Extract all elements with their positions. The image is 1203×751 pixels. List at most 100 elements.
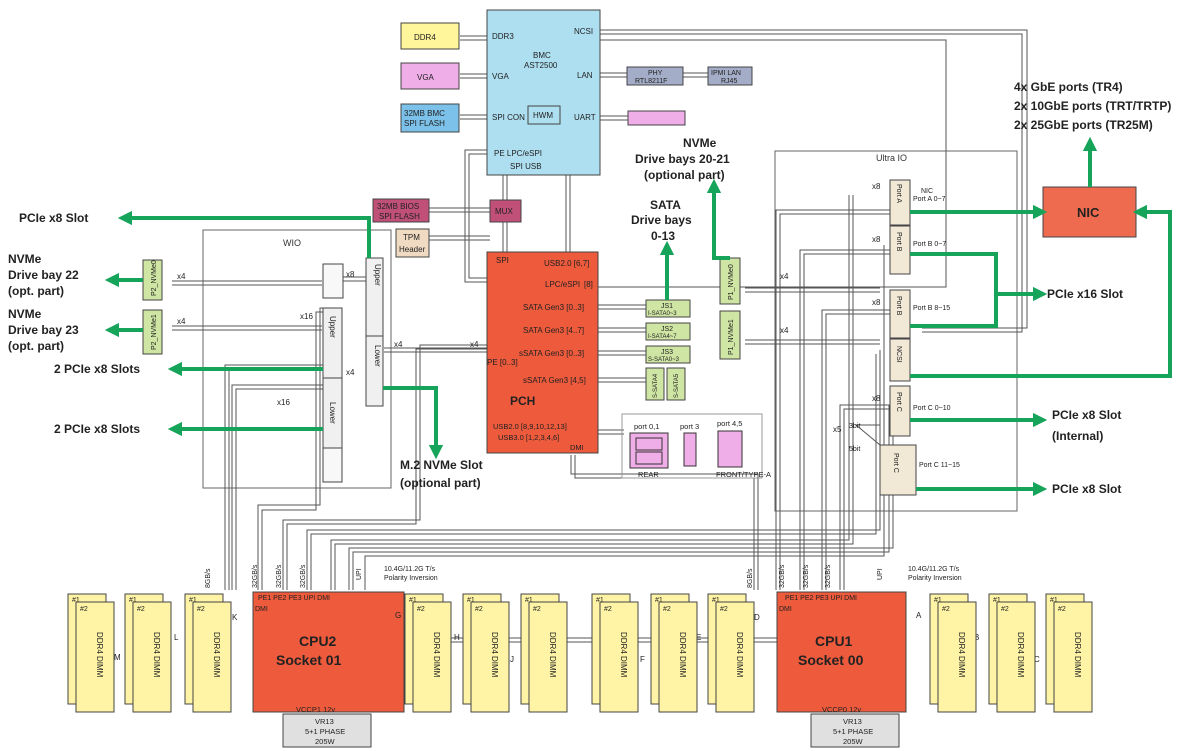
cpu1-vccp: VCCP0 12v xyxy=(822,705,861,714)
ch-h: H xyxy=(454,633,460,642)
nvme-x4-a-label: x4 xyxy=(177,272,186,281)
js2-sub: I-SATA4~7 xyxy=(648,334,677,340)
port-c-label: Port C xyxy=(895,392,902,412)
cpu2-name: CPU2 xyxy=(299,633,337,649)
arrow-nic-ncsi xyxy=(910,204,1172,378)
label-bay23-2: Drive bay 23 xyxy=(8,323,79,337)
dimm-label: DDR4 DIMM xyxy=(490,632,499,678)
pch-ssata2: sSATA Gen3 [4,5] xyxy=(523,376,586,385)
nic-chip xyxy=(1042,186,1137,238)
label-bay22-2: Drive bay 22 xyxy=(8,268,79,282)
dimm-number-1: #1 xyxy=(934,597,942,604)
mux-box xyxy=(489,199,522,223)
label-pcie-x16: PCIe x16 Slot xyxy=(1047,287,1123,301)
label-gbe-2: 2x 10GbE ports (TRT/TRTP) xyxy=(1014,99,1171,113)
wio-x8-slot xyxy=(322,263,344,299)
p2-nvme0-label: P2_NVMe0 xyxy=(151,260,158,296)
nic-port2-label: Port A 0~7 xyxy=(913,196,946,203)
ssata5-label: S-SATA5 xyxy=(674,373,680,398)
p1-nvme0-label: P1_NVMe0 xyxy=(728,264,735,300)
bmc-ncsi-port: NCSI xyxy=(574,27,593,36)
green-arrows xyxy=(104,136,1172,497)
ultra-x4a: x4 xyxy=(780,272,789,281)
ultra-x8c: x8 xyxy=(872,298,881,307)
cpu1-link-4: UPI xyxy=(877,568,884,580)
port-c2-label: Port C xyxy=(892,453,899,473)
bios-flash-box xyxy=(372,198,430,223)
ultra-io-ports: Port A Port B Port B NCSI Port C Port C … xyxy=(833,179,960,496)
b07-label: Port B 0~7 xyxy=(913,241,946,248)
port-b2-label: Port B xyxy=(895,296,902,316)
phy-box xyxy=(626,66,684,86)
wio-x4-pch-right: x4 xyxy=(470,340,479,349)
label-2pcie-b: 2 PCIe x8 Slots xyxy=(54,422,140,436)
dimm-label: DDR4 DIMM xyxy=(432,632,441,678)
label-pcie-x8-top: PCIe x8 Slot xyxy=(19,211,88,225)
ncsi-label: NCSI xyxy=(895,346,902,363)
bmc-title-1: BMC xyxy=(533,51,551,60)
wio-box xyxy=(202,229,392,489)
dimm-front-card xyxy=(470,601,510,713)
usb-group-box xyxy=(621,413,763,479)
bmc-chip xyxy=(486,9,601,176)
dimm-number-1: #1 xyxy=(129,597,137,604)
cpu2-link-4: UPI xyxy=(356,568,363,580)
arrow-pcie-x16-b xyxy=(910,294,998,328)
bmc-flash-line1: 32MB BMC xyxy=(404,109,445,118)
js1-sub: I-SATA0~3 xyxy=(648,311,677,317)
cpu1-vr-2: 5+1 PHASE xyxy=(833,727,873,736)
vga-box xyxy=(400,62,460,90)
bmc-hwm: HWM xyxy=(533,111,553,120)
dimm-number-2: #2 xyxy=(417,606,425,613)
ch-c: C xyxy=(1034,655,1040,664)
arrow-pcie-x8-top xyxy=(117,210,371,258)
label-pcie-x8-bottom: PCIe x8 Slot xyxy=(1052,482,1121,496)
dimm-label: DDR4 DIMM xyxy=(678,632,687,678)
ch-e: E xyxy=(696,633,701,642)
dimm-front-card xyxy=(132,601,172,713)
ipmi-line1: IPMI LAN xyxy=(711,70,741,77)
dimm-number-2: #2 xyxy=(1001,606,1009,613)
cpu2-socket: Socket 01 xyxy=(276,652,342,668)
dimm-front-card xyxy=(937,601,977,713)
bmc-ddr-port: DDR3 xyxy=(492,32,514,41)
b815-label: Port B 8~15 xyxy=(913,305,950,312)
label-bay22-3: (opt. part) xyxy=(8,284,64,298)
ncsi-box xyxy=(889,338,911,382)
ssata4-box xyxy=(645,367,665,401)
port-c2-box xyxy=(879,444,917,496)
vga-label: VGA xyxy=(417,73,435,82)
wio-x8-label: x8 xyxy=(346,270,355,279)
cpu2-link-3: 32GB/s xyxy=(300,564,307,588)
cpu1-chip xyxy=(776,591,907,713)
cpu1-vr-box xyxy=(810,713,900,748)
js3-box xyxy=(645,345,691,364)
bios-line2: SPI FLASH xyxy=(379,212,420,221)
wio-x16b-label: x16 xyxy=(277,398,290,407)
dimm-number-1: #1 xyxy=(409,597,417,604)
cpu1-upi-2: Polarity Inversion xyxy=(908,575,962,582)
pch-title: PCH xyxy=(510,394,535,408)
dimm-number-2: #2 xyxy=(137,606,145,613)
cpu1-pe-ports: PE1 PE2 PE3 UPI DMI xyxy=(785,595,857,602)
p2-nvme1-label: P2_NVMe1 xyxy=(151,314,158,350)
bmc-uart-port: UART xyxy=(574,113,596,122)
cpu1-link-0: 8GB/s xyxy=(747,568,754,588)
pch-ssata1: sSATA Gen3 [0..3] xyxy=(519,349,584,358)
bmc-spi-port: SPI CON xyxy=(492,113,525,122)
bmc-spi-usb: SPI USB xyxy=(510,162,542,171)
dimm-label: DDR4 DIMM xyxy=(212,632,221,678)
cpu2-dmi: DMI xyxy=(255,606,268,613)
ipmi-lan-box xyxy=(707,66,753,86)
dimm-front-card xyxy=(658,601,698,713)
dimm-front-card xyxy=(599,601,639,713)
wio-riser-upper-label: Upper xyxy=(373,264,382,286)
ch-m: M xyxy=(114,653,121,662)
label-nvme-bays-1: NVMe xyxy=(683,136,717,150)
dimm-number-2: #2 xyxy=(197,606,205,613)
